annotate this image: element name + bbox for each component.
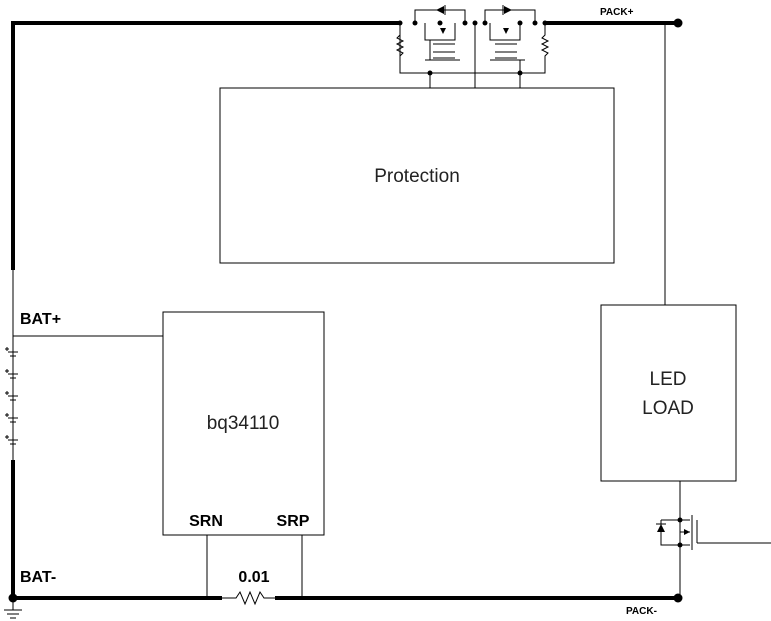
mosfet-icon [656, 515, 698, 550]
srn-pin-label: SRN [189, 513, 223, 530]
gauge-block [162, 311, 325, 536]
bat-minus-label: BAT- [20, 569, 56, 586]
bat-plus-label: BAT+ [20, 311, 61, 328]
resistor-value-label: 0.01 [238, 569, 269, 586]
pack-minus-label: PACK- [626, 606, 657, 617]
bat-plus-rail [11, 21, 400, 270]
resistor-icon [222, 590, 275, 606]
mosfet-icon [395, 5, 550, 88]
protection-block [219, 87, 615, 264]
gauge-label: bq34110 [207, 413, 280, 434]
protection-label: Protection [374, 166, 460, 187]
led-label-line1: LED [650, 369, 687, 390]
junction-dots [8, 18, 683, 603]
ground-icon [4, 598, 22, 619]
led-label-line2: LOAD [642, 398, 694, 419]
srp-pin-label: SRP [277, 513, 310, 530]
led-load-block [600, 304, 737, 482]
battery-cell-icon [5, 340, 18, 460]
pack-plus-label: PACK+ [600, 7, 634, 18]
